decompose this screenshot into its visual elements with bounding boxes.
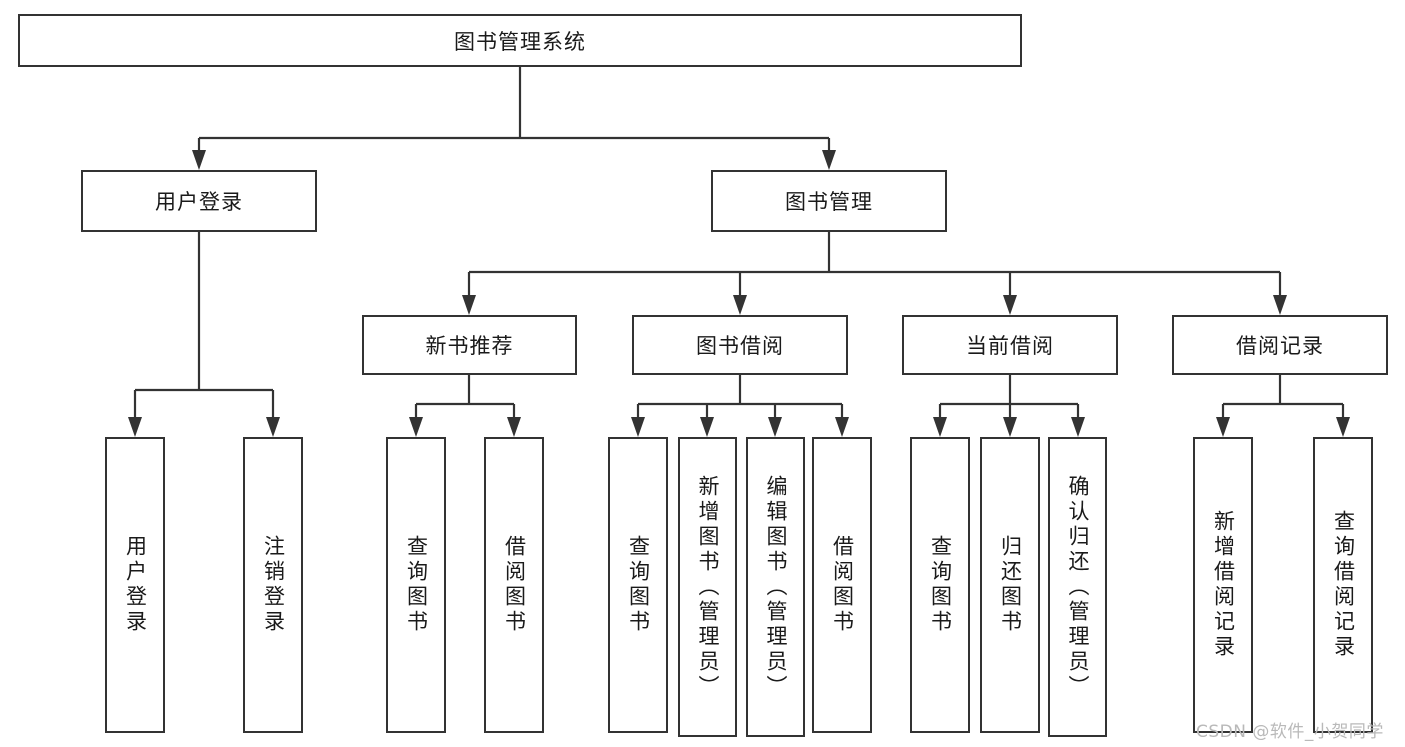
node-leaf-add-book-admin[interactable]: 新增图书（管理员） [678,437,737,737]
node-label: 确认归还（管理员） [1066,474,1090,700]
arrow-head-icon [1336,417,1350,437]
node-leaf-query-borrow-record[interactable]: 查询借阅记录 [1313,437,1373,733]
node-current-borrow[interactable]: 当前借阅 [902,315,1118,375]
node-leaf-return-book[interactable]: 归还图书 [980,437,1040,733]
node-label: 注销登录 [261,535,286,635]
node-label: 编辑图书（管理员） [764,474,788,700]
arrow-head-icon [733,295,747,315]
node-leaf-add-borrow-record[interactable]: 新增借阅记录 [1193,437,1253,733]
node-label: 图书管理系统 [454,29,586,54]
node-leaf-query-book-rec[interactable]: 查询图书 [386,437,446,733]
arrow-head-icon [768,417,782,437]
arrow-head-icon [192,150,206,170]
arrow-head-icon [409,417,423,437]
node-label: 用户登录 [123,535,148,635]
node-borrow-record[interactable]: 借阅记录 [1172,315,1388,375]
node-leaf-confirm-return-admin[interactable]: 确认归还（管理员） [1048,437,1107,737]
arrow-head-icon [631,417,645,437]
node-book-management[interactable]: 图书管理 [711,170,947,232]
arrow-head-icon [822,150,836,170]
arrow-head-icon [1071,417,1085,437]
arrow-head-icon [128,417,142,437]
node-label: 借阅图书 [830,535,855,635]
node-leaf-borrow-book[interactable]: 借阅图书 [812,437,872,733]
node-label: 用户登录 [155,190,243,214]
arrow-head-icon [1003,417,1017,437]
node-label: 新书推荐 [425,334,514,358]
arrow-head-icon [835,417,849,437]
node-label: 查询图书 [928,535,953,635]
arrow-head-icon [1216,417,1230,437]
arrow-head-icon [507,417,521,437]
arrow-head-icon [266,417,280,437]
node-leaf-user-login[interactable]: 用户登录 [105,437,165,733]
node-label: 借阅图书 [502,535,527,635]
arrow-head-icon [933,417,947,437]
node-label: 图书管理 [785,190,873,214]
arrow-head-icon [1273,295,1287,315]
node-label: 借阅记录 [1236,334,1324,358]
node-leaf-query-book-current[interactable]: 查询图书 [910,437,970,733]
node-leaf-logout[interactable]: 注销登录 [243,437,303,733]
node-leaf-edit-book-admin[interactable]: 编辑图书（管理员） [746,437,805,737]
node-book-borrow[interactable]: 图书借阅 [632,315,848,375]
node-label: 查询借阅记录 [1331,510,1356,660]
node-label: 新增图书（管理员） [696,474,720,700]
node-label: 当前借阅 [966,334,1054,358]
node-label: 新增借阅记录 [1211,510,1236,660]
node-new-book-recommendation[interactable]: 新书推荐 [362,315,577,375]
arrow-head-icon [462,295,476,315]
node-root-book-management-system[interactable]: 图书管理系统 [18,14,1022,67]
node-leaf-borrow-book-rec[interactable]: 借阅图书 [484,437,544,733]
arrow-head-icon [700,417,714,437]
node-label: 归还图书 [998,535,1023,635]
node-label: 图书借阅 [696,334,784,358]
arrow-head-icon [1003,295,1017,315]
node-leaf-query-book-borrow[interactable]: 查询图书 [608,437,668,733]
node-label: 查询图书 [626,535,651,635]
node-user-login[interactable]: 用户登录 [81,170,317,232]
node-label: 查询图书 [404,535,429,635]
